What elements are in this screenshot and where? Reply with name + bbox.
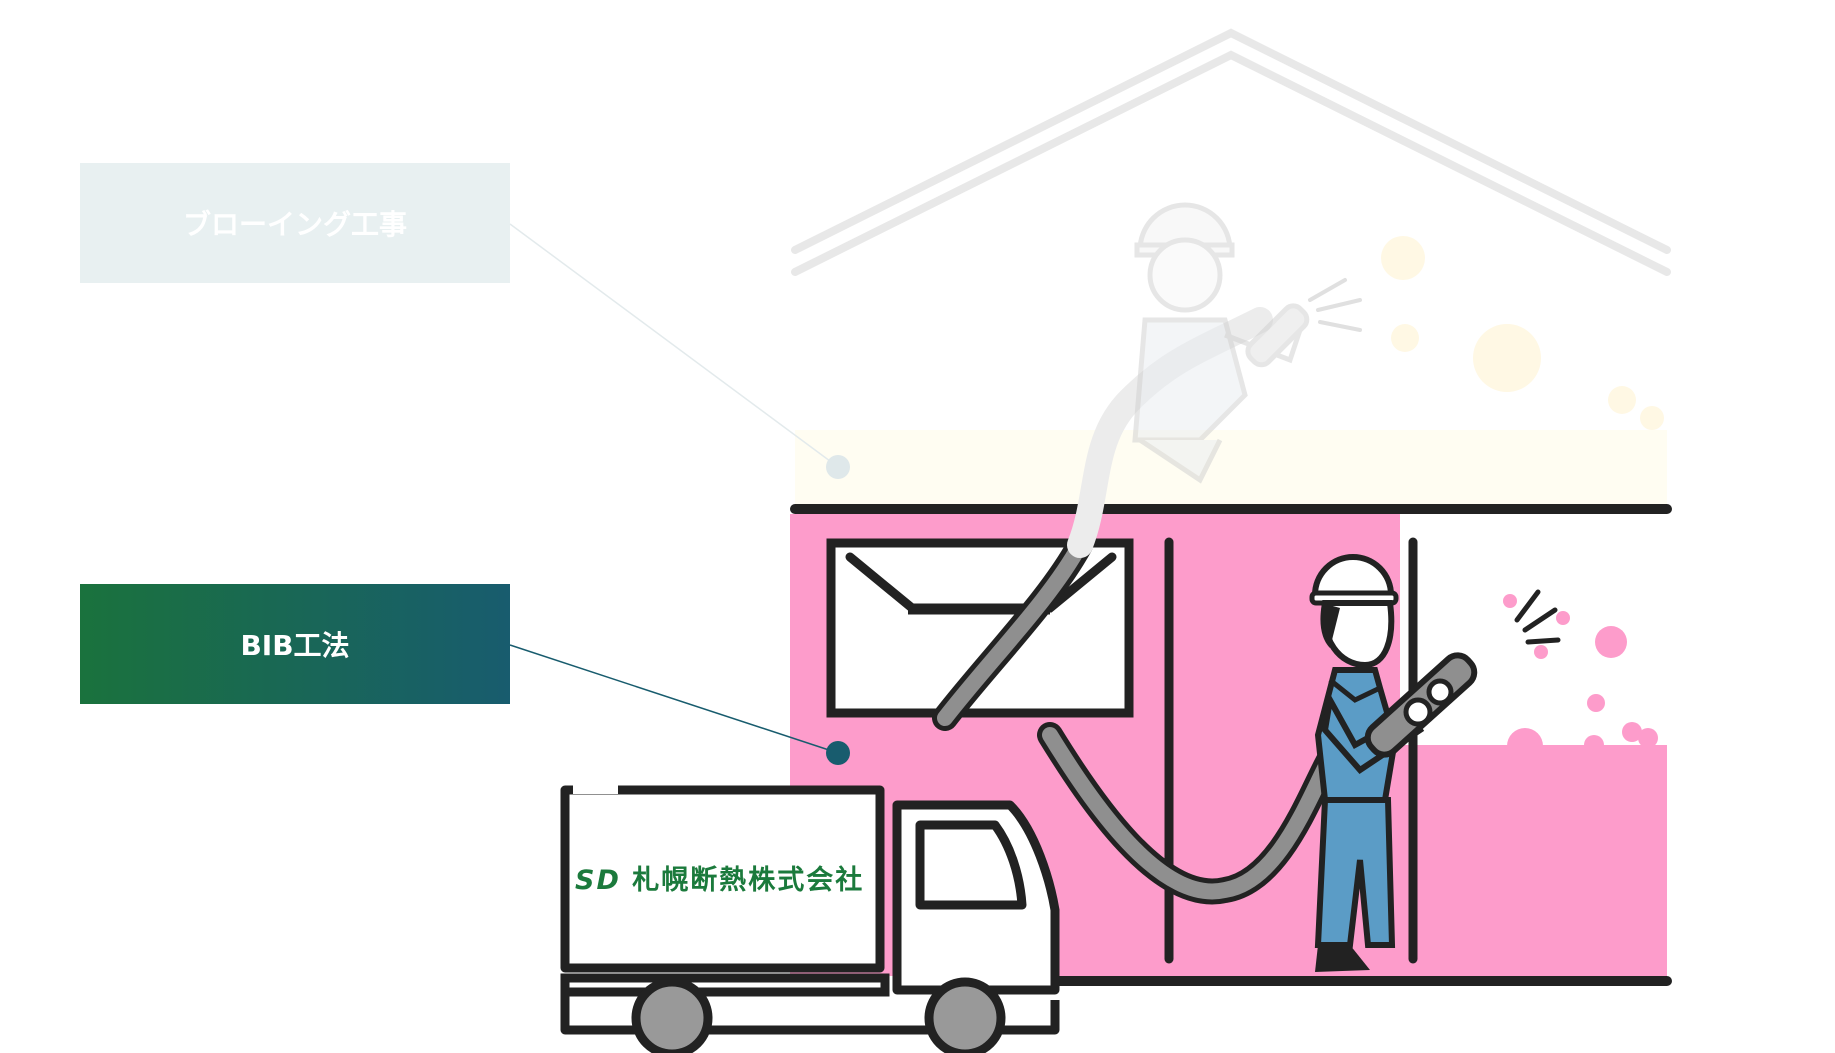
bib-method-label: BIB工法 — [80, 584, 510, 704]
attic-spray-lines — [1308, 278, 1362, 332]
truck-wheel-rear — [631, 977, 713, 1053]
truck — [560, 780, 1060, 1053]
blowing-connector-line — [509, 223, 839, 468]
wall-insulation-right — [1400, 745, 1667, 976]
spray-lines — [1514, 589, 1561, 645]
truck-logo: SD — [575, 865, 621, 896]
wall-worker — [1309, 554, 1478, 972]
bib-connector-dot — [826, 741, 850, 765]
truck-company-sign: SD 札幌断熱株式会社 — [575, 858, 864, 897]
attic-worker — [1132, 202, 1310, 484]
spray-particles — [1503, 594, 1627, 712]
wall-insulation-puffs — [1507, 722, 1658, 764]
blowing-construction-label: ブローイング工事 — [80, 163, 510, 283]
truck-company-name: 札幌断熱株式会社 — [632, 865, 865, 896]
attic-particles — [1381, 236, 1664, 430]
bib-connector-line — [509, 644, 839, 754]
truck-wheel-front — [924, 977, 1006, 1053]
blowing-connector-dot — [826, 455, 850, 479]
roof-outline — [791, 28, 1671, 276]
attic-insulation — [795, 430, 1667, 504]
